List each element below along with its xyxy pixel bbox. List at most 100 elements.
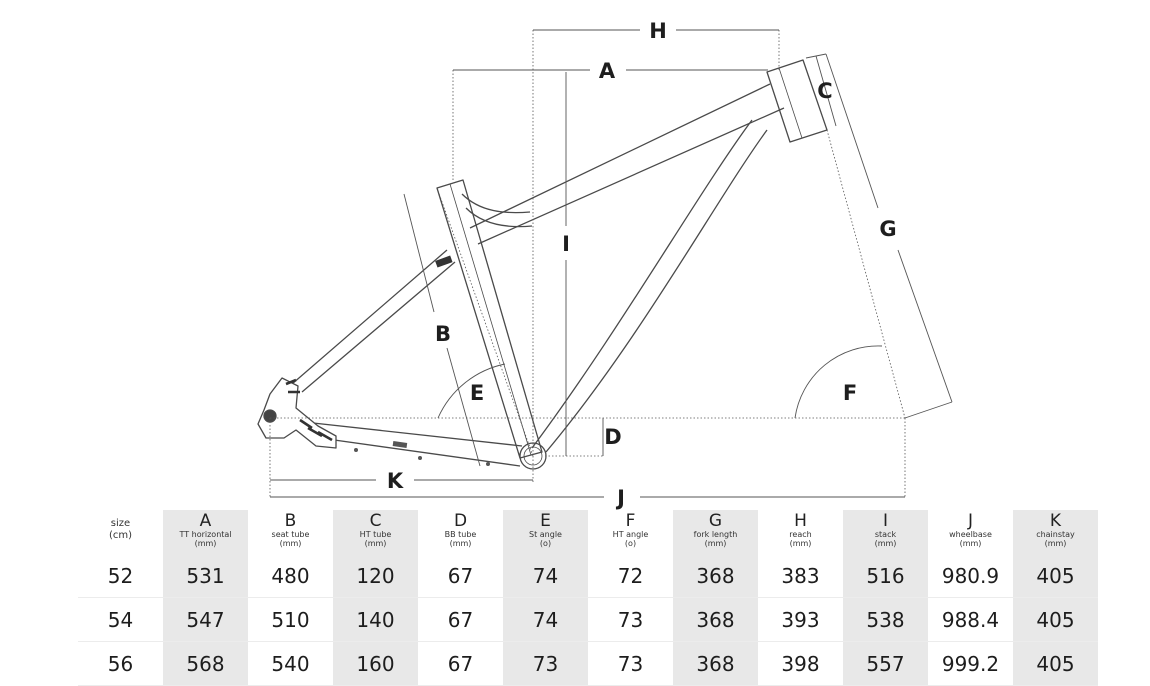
value-cell-b: 480 bbox=[248, 554, 333, 598]
dim-b-line bbox=[446, 347, 481, 467]
column-header-letter: D bbox=[453, 511, 468, 531]
value-cell-f: 72 bbox=[588, 554, 673, 598]
seat-stay bbox=[291, 249, 456, 393]
column-header-name: St angle bbox=[529, 530, 562, 539]
bottle-boss bbox=[486, 462, 490, 466]
value-cell-g: 368 bbox=[673, 641, 758, 686]
column-header-letter: E bbox=[540, 511, 551, 531]
size-header: size (cm) bbox=[78, 510, 163, 554]
column-header-unit: (mm) bbox=[449, 539, 472, 548]
column-header-name: seat tube bbox=[271, 530, 310, 539]
dim-c-line bbox=[815, 55, 837, 127]
value-cell-k: 405 bbox=[1013, 641, 1098, 686]
value-cell-a: 547 bbox=[163, 597, 248, 642]
frame-decal bbox=[435, 255, 453, 268]
value-cell-i: 516 bbox=[843, 554, 928, 598]
value-cell-b: 540 bbox=[248, 641, 333, 686]
value-cell-c: 140 bbox=[333, 597, 418, 642]
seat-tube bbox=[436, 179, 543, 459]
column-header-name: fork length bbox=[693, 530, 738, 539]
value-cell-h: 393 bbox=[758, 597, 843, 642]
chain-stay bbox=[303, 421, 523, 467]
dim-g-line bbox=[825, 53, 879, 209]
column-header-name: wheelbase bbox=[949, 530, 992, 539]
column-header-name: reach bbox=[789, 530, 812, 539]
value-cell-i: 538 bbox=[843, 597, 928, 642]
column-header-unit: (o) bbox=[624, 539, 637, 548]
column-header-letter: B bbox=[284, 511, 297, 531]
value-cell-d: 67 bbox=[418, 641, 503, 686]
column-header-unit: (mm) bbox=[1044, 539, 1067, 548]
column-header-unit: (mm) bbox=[789, 539, 812, 548]
dim-g-line bbox=[897, 249, 953, 403]
top-tube bbox=[469, 83, 785, 245]
column-header-letter: J bbox=[967, 511, 973, 531]
frame-drawing bbox=[257, 59, 828, 470]
label-h: H bbox=[649, 19, 667, 43]
seat-stay-gusset bbox=[461, 193, 533, 228]
value-cell-i: 557 bbox=[843, 641, 928, 686]
label-i: I bbox=[562, 232, 570, 256]
column-header-name: HT tube bbox=[359, 530, 392, 539]
label-a: A bbox=[599, 59, 616, 83]
label-j: J bbox=[615, 486, 625, 510]
value-cell-k: 405 bbox=[1013, 554, 1098, 598]
value-cell-f: 73 bbox=[588, 641, 673, 686]
value-cell-a: 531 bbox=[163, 554, 248, 598]
rear-dropout bbox=[257, 377, 337, 449]
chainstay-decal bbox=[392, 441, 408, 448]
size-header-unit: (cm) bbox=[108, 530, 133, 541]
label-b: B bbox=[435, 322, 451, 346]
value-cell-e: 74 bbox=[503, 554, 588, 598]
column-header-name: TT horizontal bbox=[179, 530, 232, 539]
value-cell-a: 568 bbox=[163, 641, 248, 686]
value-cell-g: 368 bbox=[673, 597, 758, 642]
value-cell-f: 73 bbox=[588, 597, 673, 642]
column-header-unit: (mm) bbox=[874, 539, 897, 548]
value-cell-d: 67 bbox=[418, 597, 503, 642]
dimension-lines bbox=[270, 29, 953, 498]
value-cell-j: 980.9 bbox=[928, 554, 1013, 598]
size-cell: 54 bbox=[78, 597, 163, 642]
label-d: D bbox=[604, 425, 621, 449]
column-header-letter: G bbox=[708, 511, 723, 531]
dim-b-line bbox=[403, 193, 435, 313]
head-angle-arc bbox=[794, 345, 883, 419]
column-header-name: HT angle bbox=[612, 530, 649, 539]
value-cell-e: 74 bbox=[503, 597, 588, 642]
label-k: K bbox=[387, 469, 404, 493]
column-header-unit: (o) bbox=[539, 539, 552, 548]
rear-axle bbox=[263, 409, 277, 423]
column-header-name: chainstay bbox=[1036, 530, 1075, 539]
column-header-unit: (mm) bbox=[959, 539, 982, 548]
column-header-letter: F bbox=[625, 511, 636, 531]
column-header-letter: I bbox=[882, 511, 888, 531]
label-c: C bbox=[817, 79, 832, 103]
seat-tube-inner-line bbox=[449, 183, 532, 456]
value-cell-h: 383 bbox=[758, 554, 843, 598]
column-header-unit: (mm) bbox=[194, 539, 217, 548]
value-cell-j: 988.4 bbox=[928, 597, 1013, 642]
head-tube-inner-line bbox=[778, 67, 803, 139]
size-cell: 56 bbox=[78, 641, 163, 686]
seat-angle-arc bbox=[437, 363, 506, 419]
size-header-name: size bbox=[110, 518, 131, 529]
value-cell-e: 73 bbox=[503, 641, 588, 686]
column-header-name: BB tube bbox=[444, 530, 477, 539]
value-cell-d: 67 bbox=[418, 554, 503, 598]
dimension-guides bbox=[269, 30, 906, 498]
